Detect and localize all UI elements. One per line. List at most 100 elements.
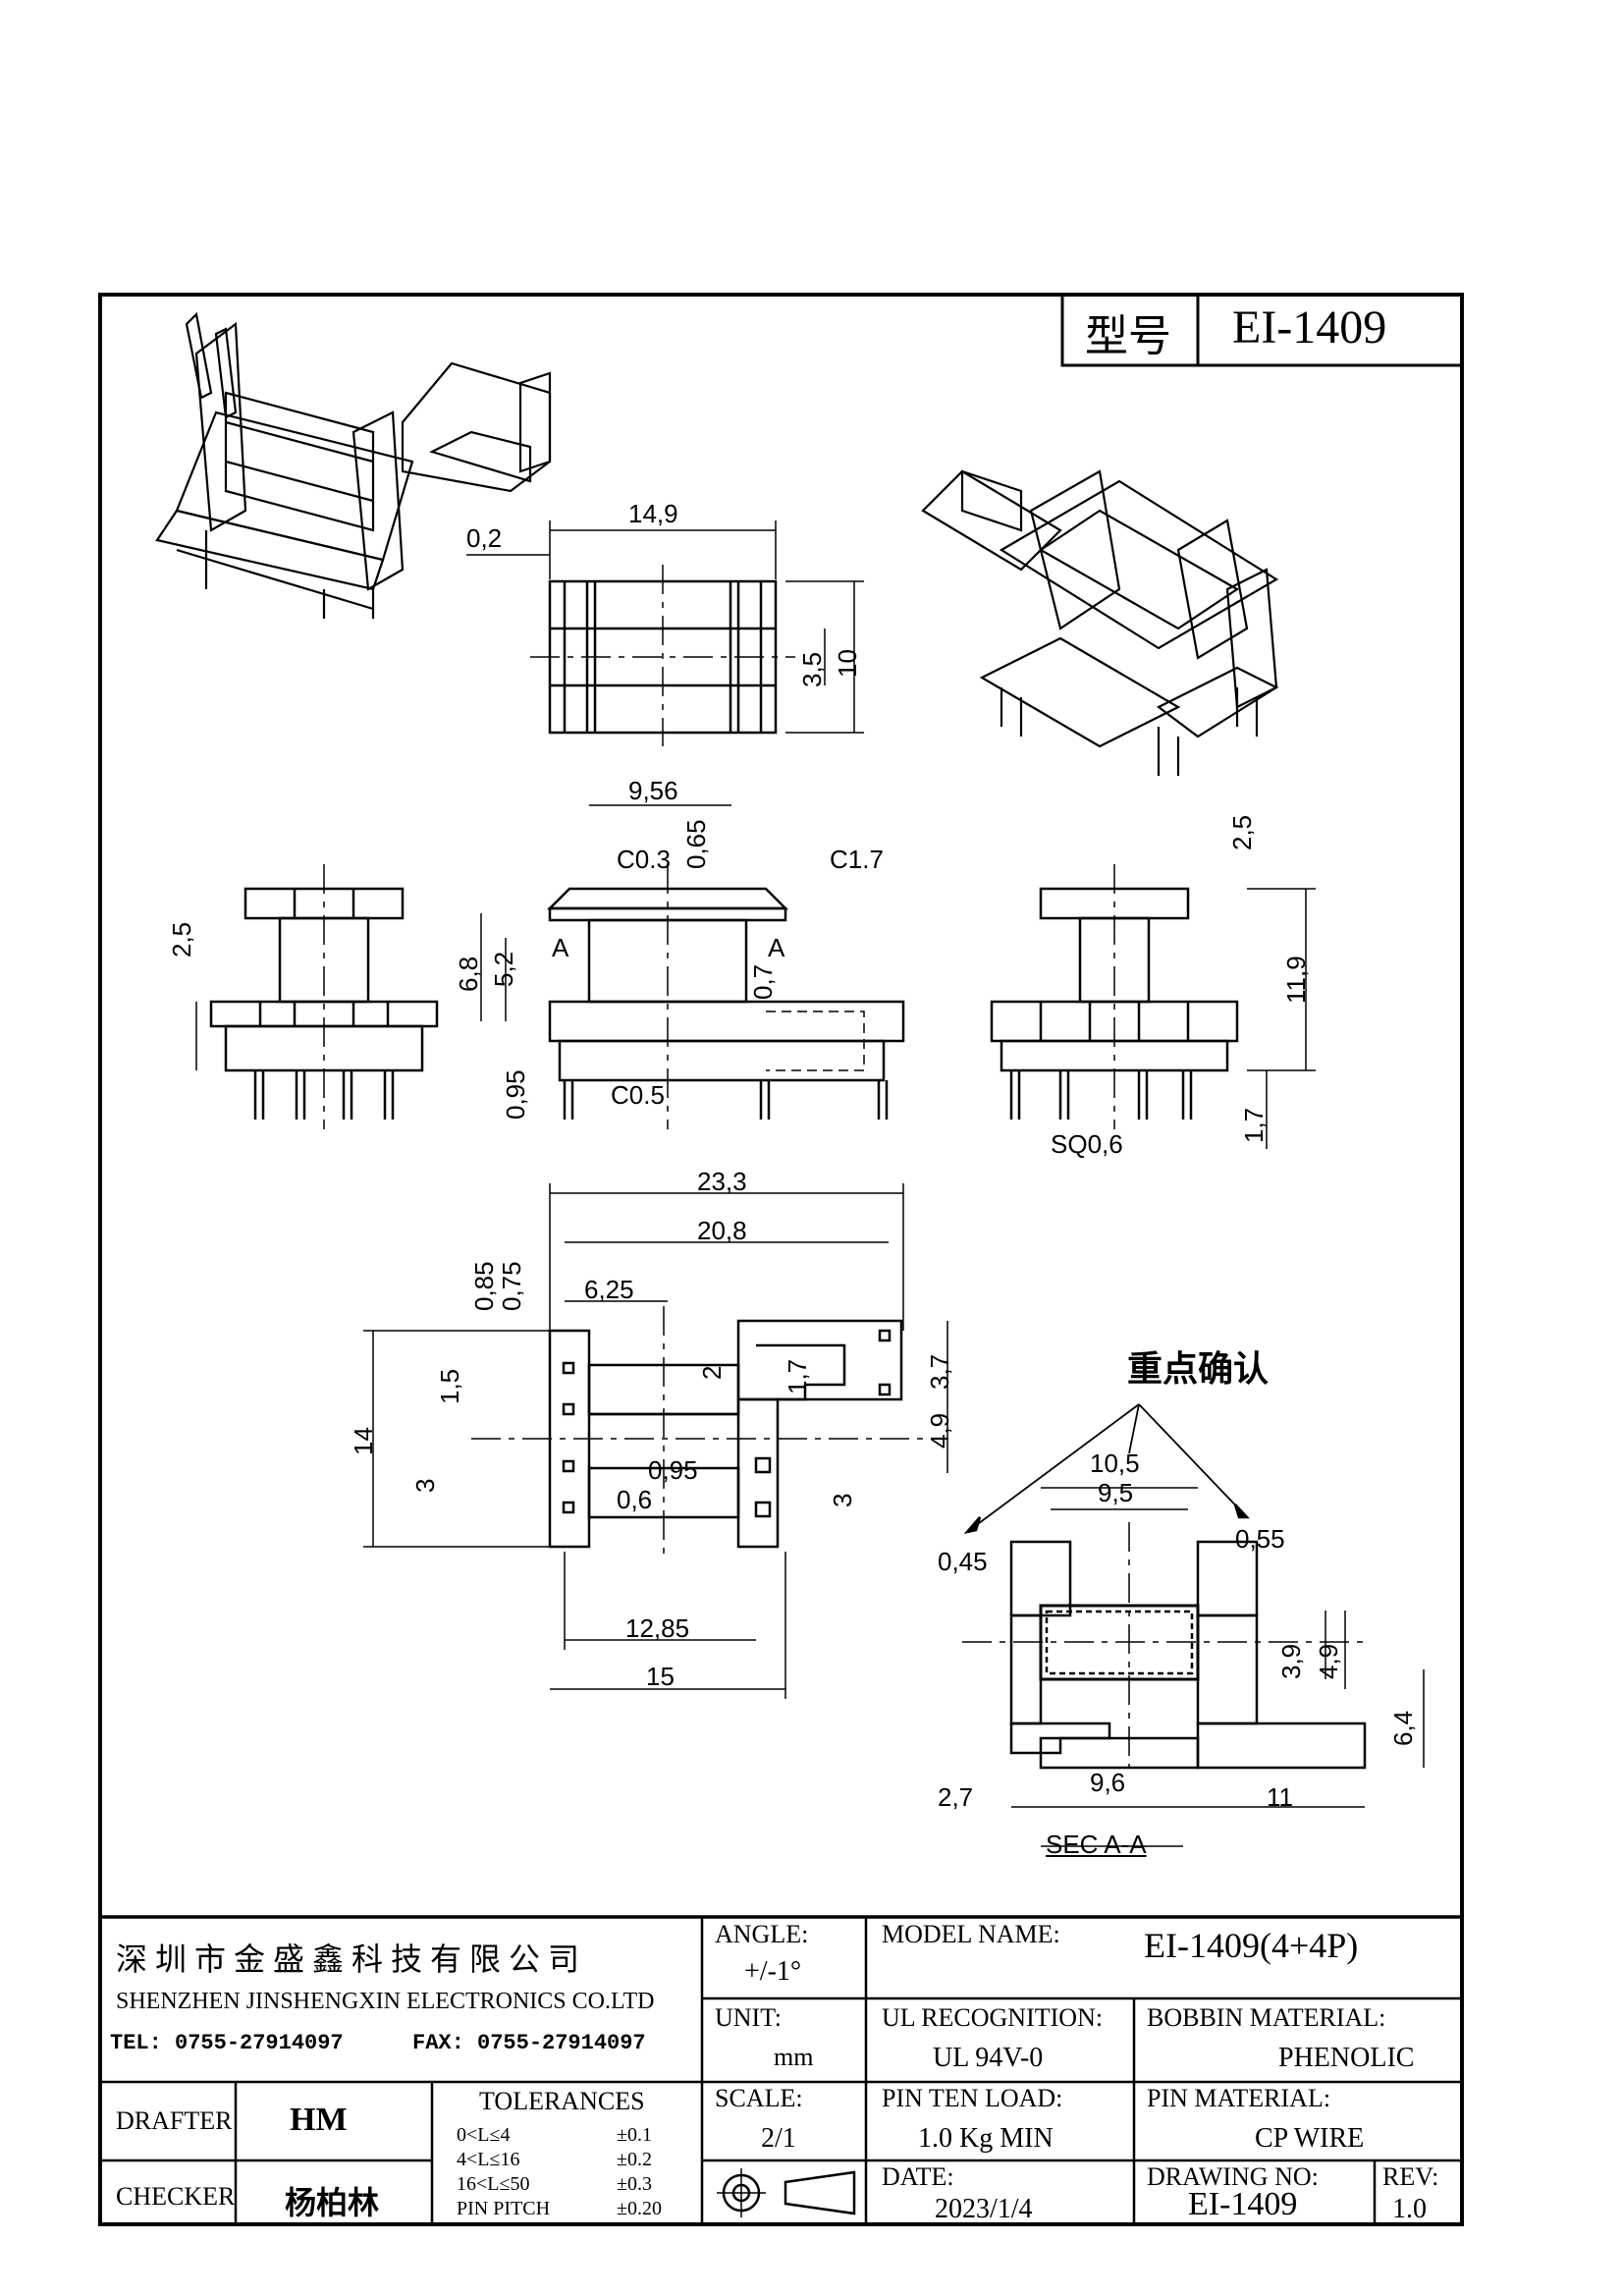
- dim-0-2: 0,2: [466, 523, 503, 553]
- model-name-value: EI-1409(4+4P): [1144, 1926, 1359, 1965]
- dim-3-5: 3,5: [797, 651, 827, 687]
- dim-0-95-bottom: 0,95: [648, 1455, 698, 1485]
- dim-9-6: 9,6: [1090, 1768, 1126, 1797]
- chamfer-c0-5: C0.5: [611, 1080, 665, 1110]
- isometric-view-left: [155, 311, 552, 619]
- rev-value: 1.0: [1392, 2194, 1427, 2224]
- company-tel: TEL: 0755-27914097: [110, 2031, 344, 2055]
- dim-0-45: 0,45: [938, 1547, 988, 1576]
- dim-1-5: 1,5: [435, 1368, 464, 1404]
- checker-value: 杨柏林: [285, 2184, 380, 2221]
- title-block-grid: [98, 1915, 1464, 2225]
- drawing-frame: [98, 293, 1464, 2226]
- pin-material-value: CP WIRE: [1255, 2123, 1365, 2154]
- dim-12-85: 12,85: [625, 1613, 690, 1643]
- dim-14-9: 14,9: [628, 499, 678, 528]
- front-view: [546, 864, 905, 1129]
- dim-0-6: 0,6: [617, 1485, 653, 1514]
- dim-0-75: 0,75: [497, 1261, 526, 1311]
- right-dim-2-5: 2,5: [1227, 814, 1257, 850]
- dim-3-left: 3: [410, 1478, 440, 1493]
- dim-3-9: 3,9: [1276, 1643, 1306, 1679]
- bobbin-value: PHENOLIC: [1278, 2043, 1415, 2073]
- dim-9-5: 9,5: [1098, 1478, 1134, 1507]
- ul-value: UL 94V-0: [933, 2043, 1044, 2073]
- model-title-box: [1060, 293, 1464, 367]
- dim-3-right: 3: [828, 1493, 857, 1507]
- drafter-value: HM: [290, 2102, 348, 2138]
- dim-0-95: 0,95: [501, 1069, 530, 1120]
- pin-load-value: 1.0 Kg MIN: [918, 2123, 1054, 2154]
- dim-20-8: 20,8: [697, 1216, 747, 1245]
- tolerance-value-3: ±0.3: [617, 2173, 652, 2195]
- dim-11-9: 11,9: [1281, 956, 1311, 1004]
- pin-sq-0-6: SQ0,6: [1051, 1129, 1123, 1159]
- tolerance-range-3: 16<L≤50: [457, 2173, 530, 2195]
- bottom-dim-4-9: 4,9: [925, 1412, 954, 1449]
- dim-3-7: 3,7: [925, 1353, 954, 1390]
- right-side-view: [990, 864, 1239, 1129]
- dim-1-7: 1,7: [1239, 1107, 1269, 1143]
- tolerance-value-4: ±0.20: [617, 2198, 662, 2219]
- left-dim-2-5: 2,5: [167, 921, 196, 957]
- tolerance-range-1: 0<L≤4: [457, 2124, 511, 2146]
- tolerance-value-1: ±0.1: [617, 2124, 652, 2146]
- dimension-lines: [195, 520, 1425, 1847]
- sec-dim-4-9: 4,9: [1314, 1643, 1343, 1679]
- section-label: SEC A-A: [1046, 1830, 1147, 1859]
- section-mark-a-left: A: [552, 933, 569, 962]
- dim-0-7: 0,7: [748, 963, 778, 1000]
- model-name-label: MODEL NAME:: [882, 1920, 1060, 1948]
- angle-value: +/-1°: [744, 1956, 802, 1987]
- tolerances-label: TOLERANCES: [479, 2087, 645, 2115]
- tolerance-range-4: PIN PITCH: [457, 2198, 551, 2219]
- pin-load-label: PIN TEN LOAD:: [882, 2084, 1063, 2112]
- checker-label: CHECKER: [116, 2182, 236, 2211]
- dim-14: 14: [349, 1427, 378, 1455]
- left-side-view: [209, 864, 439, 1129]
- dim-0-65: 0,65: [681, 819, 711, 869]
- tolerance-value-2: ±0.2: [617, 2149, 652, 2170]
- top-view: [530, 565, 795, 746]
- company-name-en: SHENZHEN JINSHENGXIN ELECTRONICS CO.LTD: [116, 1989, 655, 2014]
- dim-0-55: 0,55: [1235, 1524, 1285, 1554]
- isometric-view-right: [921, 469, 1279, 776]
- scale-label: SCALE:: [715, 2084, 803, 2112]
- unit-label: UNIT:: [715, 2003, 783, 2032]
- dim-11: 11: [1267, 1782, 1293, 1812]
- rev-label: REV:: [1382, 2162, 1439, 2191]
- dim-6-25: 6,25: [584, 1275, 634, 1304]
- chamfer-c1-7: C1.7: [830, 845, 884, 874]
- dim-6-8: 6,8: [454, 956, 483, 992]
- dim-9-56: 9,56: [628, 776, 678, 805]
- dim-10-5: 10,5: [1090, 1449, 1140, 1478]
- unit-value: mm: [774, 2043, 814, 2071]
- bottom-view: [471, 1306, 923, 1561]
- date-value: 2023/1/4: [935, 2194, 1033, 2224]
- bobbin-label: BOBBIN MATERIAL:: [1147, 2003, 1386, 2032]
- dim-2: 2: [697, 1365, 727, 1380]
- section-title: 重点确认: [1127, 1349, 1270, 1390]
- dim-23-3: 23,3: [697, 1167, 747, 1196]
- section-mark-a-right: A: [768, 933, 785, 962]
- dim-0-85: 0,85: [469, 1261, 499, 1311]
- type-label: 型号: [1085, 311, 1171, 361]
- dim-5-2: 5,2: [489, 951, 518, 987]
- ul-label: UL RECOGNITION:: [882, 2003, 1104, 2032]
- dim-6-4: 6,4: [1388, 1710, 1418, 1746]
- tolerance-range-2: 4<L≤16: [457, 2149, 520, 2170]
- company-fax: FAX: 0755-27914097: [412, 2031, 646, 2055]
- model-code: EI-1409: [1232, 301, 1387, 354]
- bottom-dim-1-7: 1,7: [783, 1358, 812, 1394]
- dim-10: 10: [833, 649, 862, 678]
- company-name-cn: 深圳市金盛鑫科技有限公司: [116, 1941, 588, 1978]
- pin-material-label: PIN MATERIAL:: [1147, 2084, 1331, 2112]
- drawing-no-label: DRAWING NO:: [1147, 2162, 1319, 2191]
- angle-label: ANGLE:: [715, 1920, 809, 1948]
- drafter-label: DRAFTER: [116, 2106, 233, 2135]
- section-aa-view: [962, 1403, 1367, 1770]
- chamfer-c0-3: C0.3: [617, 845, 671, 874]
- drawing-no-value: EI-1409: [1188, 2186, 1298, 2222]
- date-label: DATE:: [882, 2162, 954, 2191]
